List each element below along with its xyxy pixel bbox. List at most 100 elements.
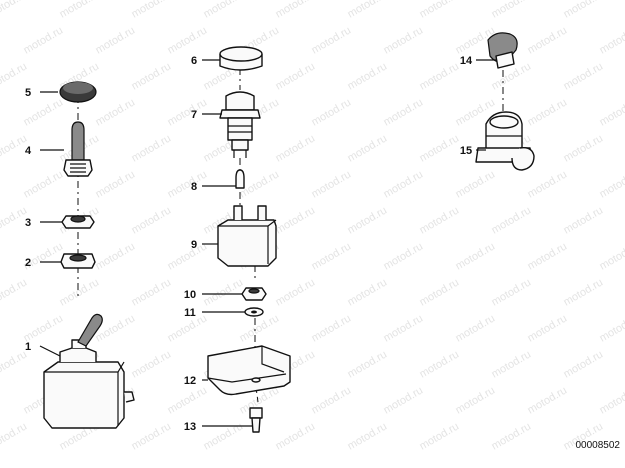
part-hex-nut <box>61 215 95 229</box>
part-toggle-switch <box>43 313 135 429</box>
callout-13: 13 <box>184 421 196 433</box>
part-push-button <box>219 91 261 158</box>
watermark-text: motod.ru <box>130 0 174 21</box>
watermark-text: motod.ru <box>22 24 66 56</box>
watermark-text: motod.ru <box>22 168 66 200</box>
watermark-text: motod.ru <box>598 96 625 128</box>
callout-4: 4 <box>25 145 32 157</box>
watermark-text: motod.ru <box>22 96 66 128</box>
callout-5: 5 <box>25 87 31 99</box>
watermark-text: motod.ru <box>346 60 390 92</box>
callout-leaders <box>39 59 496 427</box>
watermark-text: motod.ru <box>166 384 210 416</box>
watermark-text: motod.ru <box>0 276 29 308</box>
part-lock-washer <box>244 307 264 317</box>
watermark-text: motod.ru <box>130 276 174 308</box>
watermark-text: motod.ru <box>94 168 138 200</box>
watermark-text: motod.ru <box>346 132 390 164</box>
watermark-text: motod.ru <box>598 312 625 344</box>
watermark-text: motod.ru <box>418 132 462 164</box>
watermark-text: motod.ru <box>382 312 426 344</box>
part-ring-nut <box>60 253 96 269</box>
callout-11: 11 <box>184 307 196 319</box>
watermark-text: motod.ru <box>202 0 246 21</box>
part-screw <box>249 407 263 433</box>
watermark-text: motod.ru <box>418 0 462 21</box>
watermark-text: motod.ru <box>562 60 606 92</box>
watermark-text: motod.ru <box>310 24 354 56</box>
watermark-text: motod.ru <box>274 60 318 92</box>
callout-14: 14 <box>460 55 473 67</box>
watermark-text: motod.ru <box>166 96 210 128</box>
callout-3: 3 <box>25 217 31 229</box>
watermark-text: motod.ru <box>202 276 246 308</box>
watermark-text: motod.ru <box>274 0 318 21</box>
watermark-text: motod.ru <box>274 132 318 164</box>
part-bulb <box>235 169 245 189</box>
watermark-text: motod.ru <box>418 60 462 92</box>
watermark-text: motod.ru <box>166 240 210 272</box>
watermark-text: motod.ru <box>490 420 534 452</box>
watermark-text: motod.ru <box>562 204 606 236</box>
watermark-text: motod.ru <box>346 0 390 21</box>
watermark-text: motod.ru <box>130 420 174 452</box>
watermark-text: motod.ru <box>562 0 606 21</box>
watermark-text: motod.ru <box>0 348 29 380</box>
watermark-text: motod.ru <box>238 312 282 344</box>
part-round-cap <box>219 46 263 71</box>
watermark-text: motod.ru <box>454 168 498 200</box>
watermark-text: motod.ru <box>418 420 462 452</box>
callout-8: 8 <box>191 181 197 193</box>
part-lever-boot <box>63 121 93 177</box>
watermark-text: motod.ru <box>454 240 498 272</box>
part-cap <box>59 81 97 103</box>
watermark-text: motod.ru <box>274 276 318 308</box>
watermark-text: motod.ru <box>526 240 570 272</box>
watermark-text: motod.ru <box>0 420 29 452</box>
watermark-text: motod.ru <box>346 276 390 308</box>
watermark-text: motod.ru <box>526 24 570 56</box>
part-bracket <box>207 345 291 396</box>
watermark-text: motod.ru <box>490 204 534 236</box>
callout-7: 7 <box>191 109 197 121</box>
watermark-text: motod.ru <box>490 276 534 308</box>
watermark-text: motod.ru <box>274 204 318 236</box>
callout-1: 1 <box>25 341 31 353</box>
watermark-text: motod.ru <box>58 0 102 21</box>
watermark-text: motod.ru <box>562 348 606 380</box>
watermark-text: motod.ru <box>310 96 354 128</box>
callout-6: 6 <box>191 55 197 67</box>
watermark-text: motod.ru <box>58 276 102 308</box>
callout-9: 9 <box>191 239 197 251</box>
watermark-text: motod.ru <box>382 168 426 200</box>
watermark-text: motod.ru <box>202 420 246 452</box>
part-knob <box>487 32 518 69</box>
watermark-text: motod.ru <box>94 24 138 56</box>
watermark-text: motod.ru <box>562 276 606 308</box>
watermark-text: motod.ru <box>382 384 426 416</box>
watermark-text: motod.ru <box>418 276 462 308</box>
watermark-text: motod.ru <box>598 240 625 272</box>
watermark-text: motod.ru <box>130 204 174 236</box>
watermark-text: motod.ru <box>22 312 66 344</box>
watermark-text: motod.ru <box>346 204 390 236</box>
watermark-text: motod.ru <box>94 240 138 272</box>
watermark-text: motod.ru <box>94 96 138 128</box>
watermark-text: motod.ru <box>454 312 498 344</box>
watermark-text: motod.ru <box>346 420 390 452</box>
watermark-text: motod.ru <box>382 240 426 272</box>
watermark-text: motod.ru <box>526 312 570 344</box>
watermark-text: motod.ru <box>274 420 318 452</box>
watermark-text: motod.ru <box>310 168 354 200</box>
watermark-text: motod.ru <box>598 168 625 200</box>
watermark-text: motod.ru <box>130 348 174 380</box>
document-number: 00008502 <box>576 440 621 451</box>
callout-10: 10 <box>184 289 196 301</box>
watermark-text: motod.ru <box>310 312 354 344</box>
watermark-text: motod.ru <box>346 348 390 380</box>
watermark-text: motod.ru <box>490 0 534 21</box>
watermark-text: motod.ru <box>454 384 498 416</box>
watermark-text: motod.ru <box>598 24 625 56</box>
callout-12: 12 <box>184 375 196 387</box>
